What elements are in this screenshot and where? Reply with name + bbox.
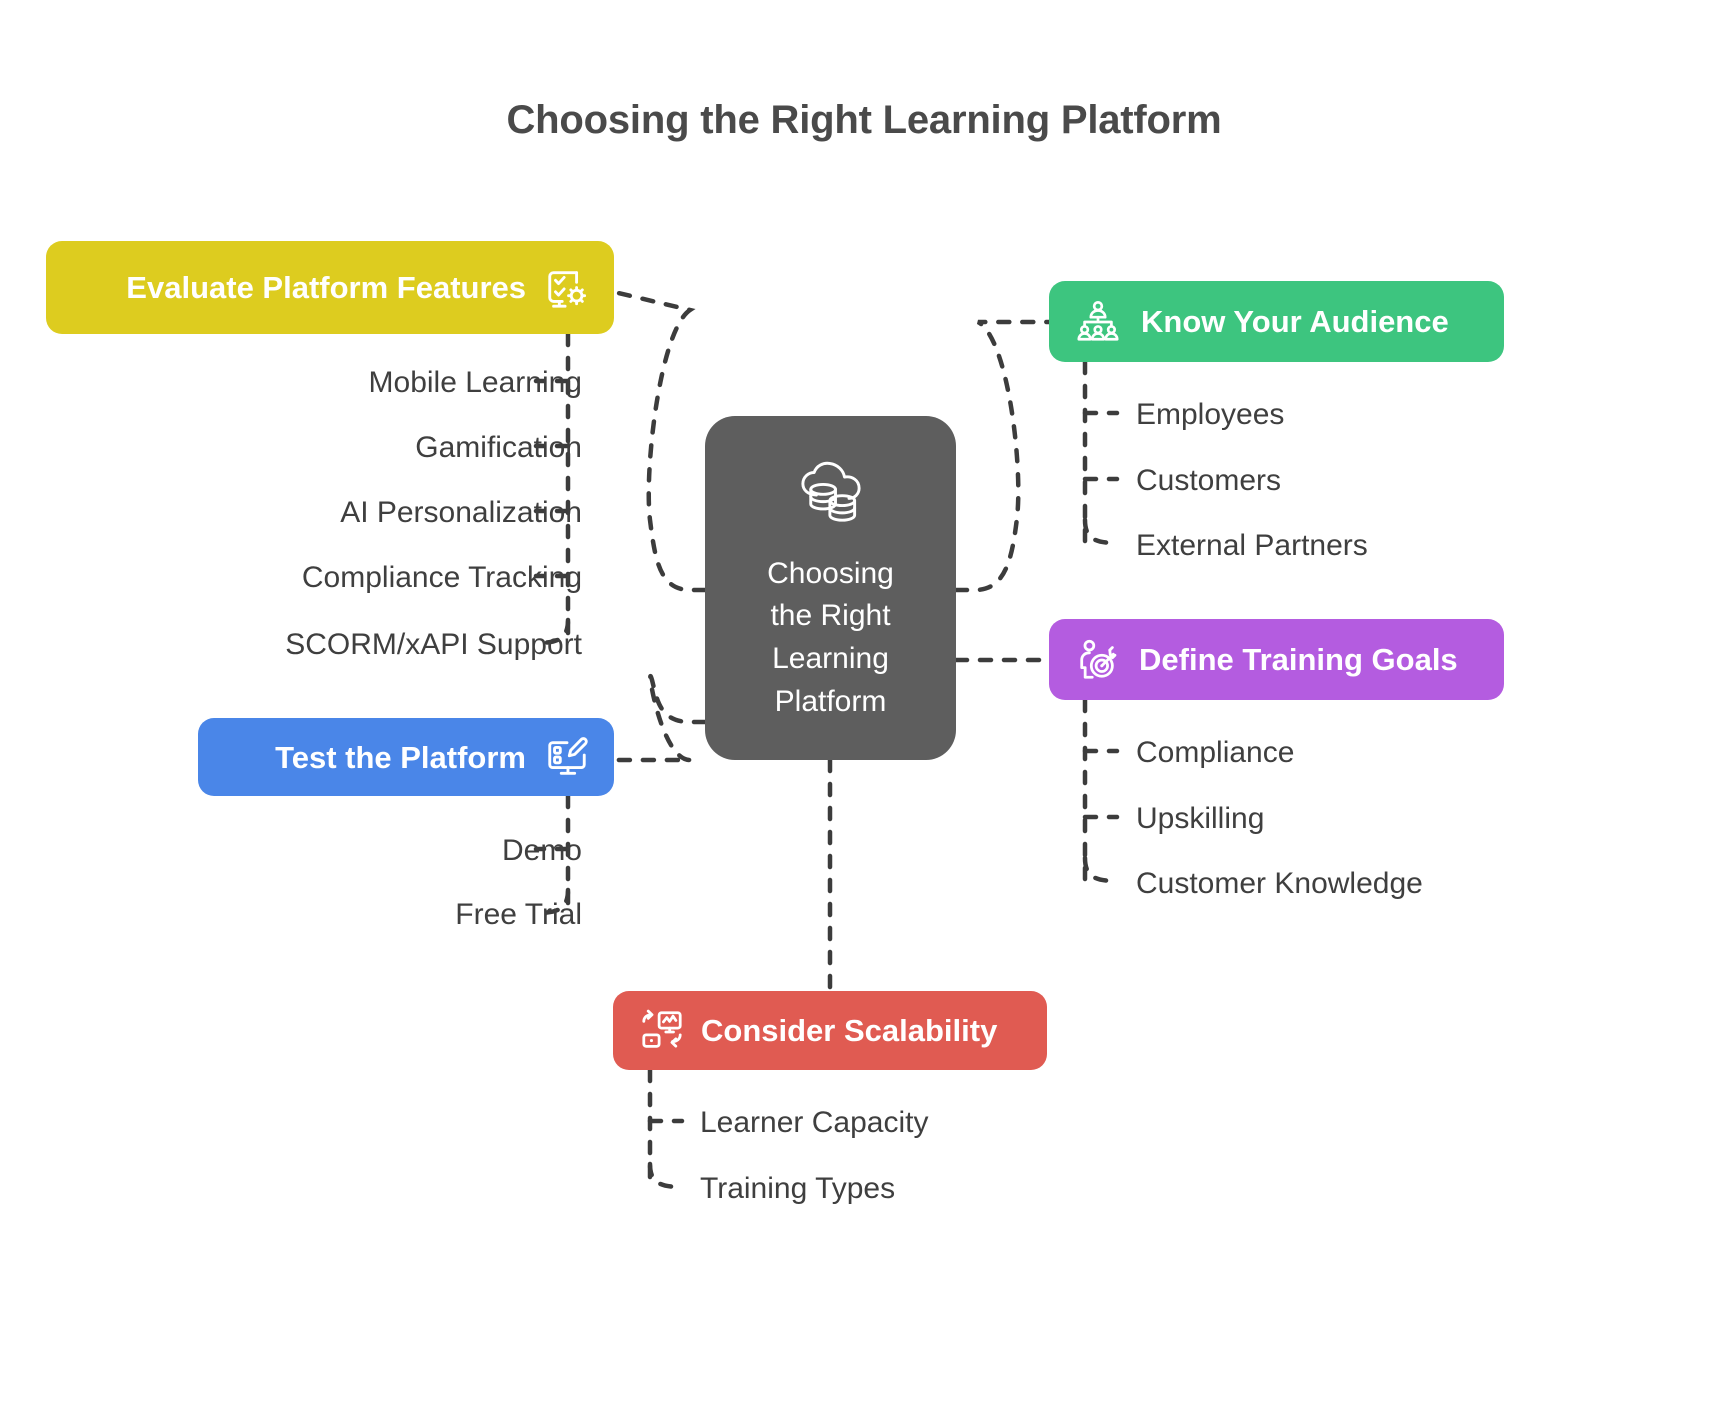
branch-node-consider-scalability[interactable]: Consider Scalability [613, 991, 1047, 1070]
leaf-compliance[interactable]: Compliance [1136, 736, 1295, 769]
leaf-training-types[interactable]: Training Types [700, 1172, 896, 1205]
link-center-to-evaluate [611, 289, 708, 593]
branch-label-audience: Know Your Audience [1141, 304, 1449, 339]
branch-node-define-training-goals[interactable]: Define Training Goals [1049, 619, 1504, 700]
center-node[interactable]: Choosing the Right Learning Platform [705, 416, 956, 760]
link-center-to-test [611, 674, 708, 763]
leaf-customer-knowledge[interactable]: Customer Knowledge [1136, 867, 1423, 900]
leaf-employees[interactable]: Employees [1136, 398, 1285, 431]
page-title: Choosing the Right Learning Platform [506, 98, 1222, 142]
leaf-external-partners[interactable]: External Partners [1136, 529, 1368, 562]
branch-label-goals: Define Training Goals [1139, 642, 1458, 677]
leaf-free-trial[interactable]: Free Trial [455, 898, 582, 931]
cloud-database-stack-icon [795, 459, 867, 531]
person-target-icon [1075, 637, 1121, 683]
branch-node-test-the-platform[interactable]: Test the Platform [198, 718, 614, 796]
stub-training-types [647, 1161, 685, 1190]
leaf-gamification[interactable]: Gamification [415, 431, 582, 464]
branch-label-evaluate: Evaluate Platform Features [126, 270, 526, 305]
monitor-pencil-icon [544, 734, 590, 780]
center-node-label: Choosing the Right Learning Platform [767, 556, 894, 718]
checklist-gear-icon [544, 265, 590, 311]
leaf-upskilling[interactable]: Upskilling [1136, 802, 1265, 835]
branch-node-evaluate-platform-features[interactable]: Evaluate Platform Features [46, 241, 614, 334]
stub-customer-knowledge [1082, 855, 1120, 884]
leaf-scorm-xapi-support[interactable]: SCORM/xAPI Support [285, 628, 582, 661]
leaf-learner-capacity[interactable]: Learner Capacity [700, 1106, 929, 1139]
leaf-demo[interactable]: Demo [501, 834, 582, 867]
branch-label-test: Test the Platform [275, 739, 526, 775]
branch-node-know-your-audience[interactable]: Know Your Audience [1049, 281, 1504, 362]
stub-external-partners [1082, 517, 1120, 546]
leaf-customers[interactable]: Customers [1136, 464, 1282, 497]
leaf-ai-personalization[interactable]: AI Personalization [340, 496, 582, 529]
branch-label-scalability: Consider Scalability [701, 1013, 998, 1048]
devices-scale-arrows-icon [639, 1008, 685, 1054]
leaf-mobile-learning[interactable]: Mobile Learning [368, 366, 582, 399]
org-chart-people-icon [1075, 299, 1121, 345]
leaf-compliance-tracking[interactable]: Compliance Tracking [301, 561, 582, 594]
link-center-to-audience [953, 319, 1052, 593]
